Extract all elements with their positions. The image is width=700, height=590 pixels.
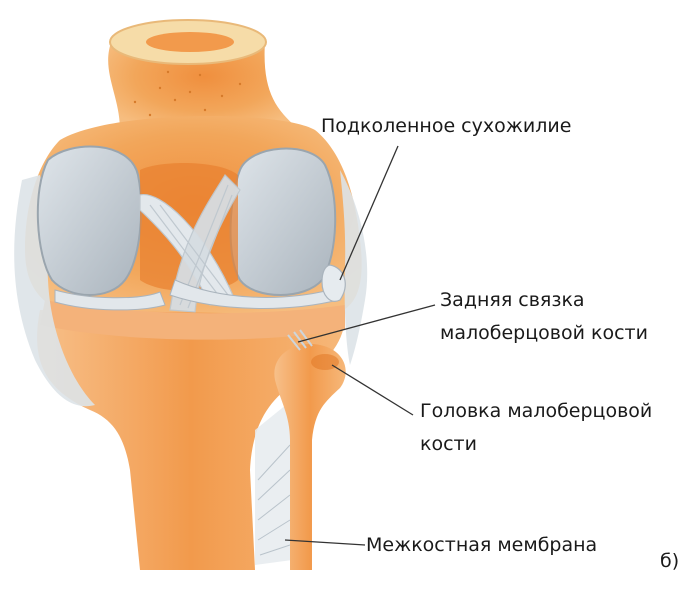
label-posterior-fibular-ligament-line1: Задняя связка (440, 289, 585, 311)
membrane-fibers (257, 444, 291, 556)
label-popliteus-tendon: Подколенное сухожилие (321, 115, 572, 137)
leader-posterior-fibular-ligament (297, 304, 436, 343)
posterior-fibular-ligament-shape (287, 329, 313, 351)
lateral-condyle-cartilage (229, 147, 337, 296)
leader-lines (284, 145, 436, 546)
popliteus-tendon-shape (321, 264, 346, 302)
label-fibular-head-line1: Головка малоберцовой (420, 400, 653, 422)
leader-popliteus-tendon (339, 145, 399, 281)
medial-collateral-ligament (14, 175, 95, 407)
leader-fibular-head (331, 364, 414, 416)
interosseous-membrane-shape (255, 400, 292, 565)
label-posterior-fibular-ligament-line2: малоберцовой кости (440, 322, 648, 344)
femur-medullary-cavity (146, 32, 234, 52)
fibula (274, 344, 346, 570)
fibular-head-highlight (311, 354, 339, 370)
medial-meniscus (54, 289, 166, 311)
label-interosseous-membrane: Межкостная мембрана (366, 534, 598, 556)
leader-interosseous-membrane (284, 539, 366, 546)
medial-condyle-cartilage (36, 145, 143, 296)
lateral-collateral-ligament (340, 170, 368, 365)
panel-label: б) (660, 550, 680, 572)
label-fibular-head-line2: кости (420, 433, 477, 455)
tibia (37, 310, 345, 570)
